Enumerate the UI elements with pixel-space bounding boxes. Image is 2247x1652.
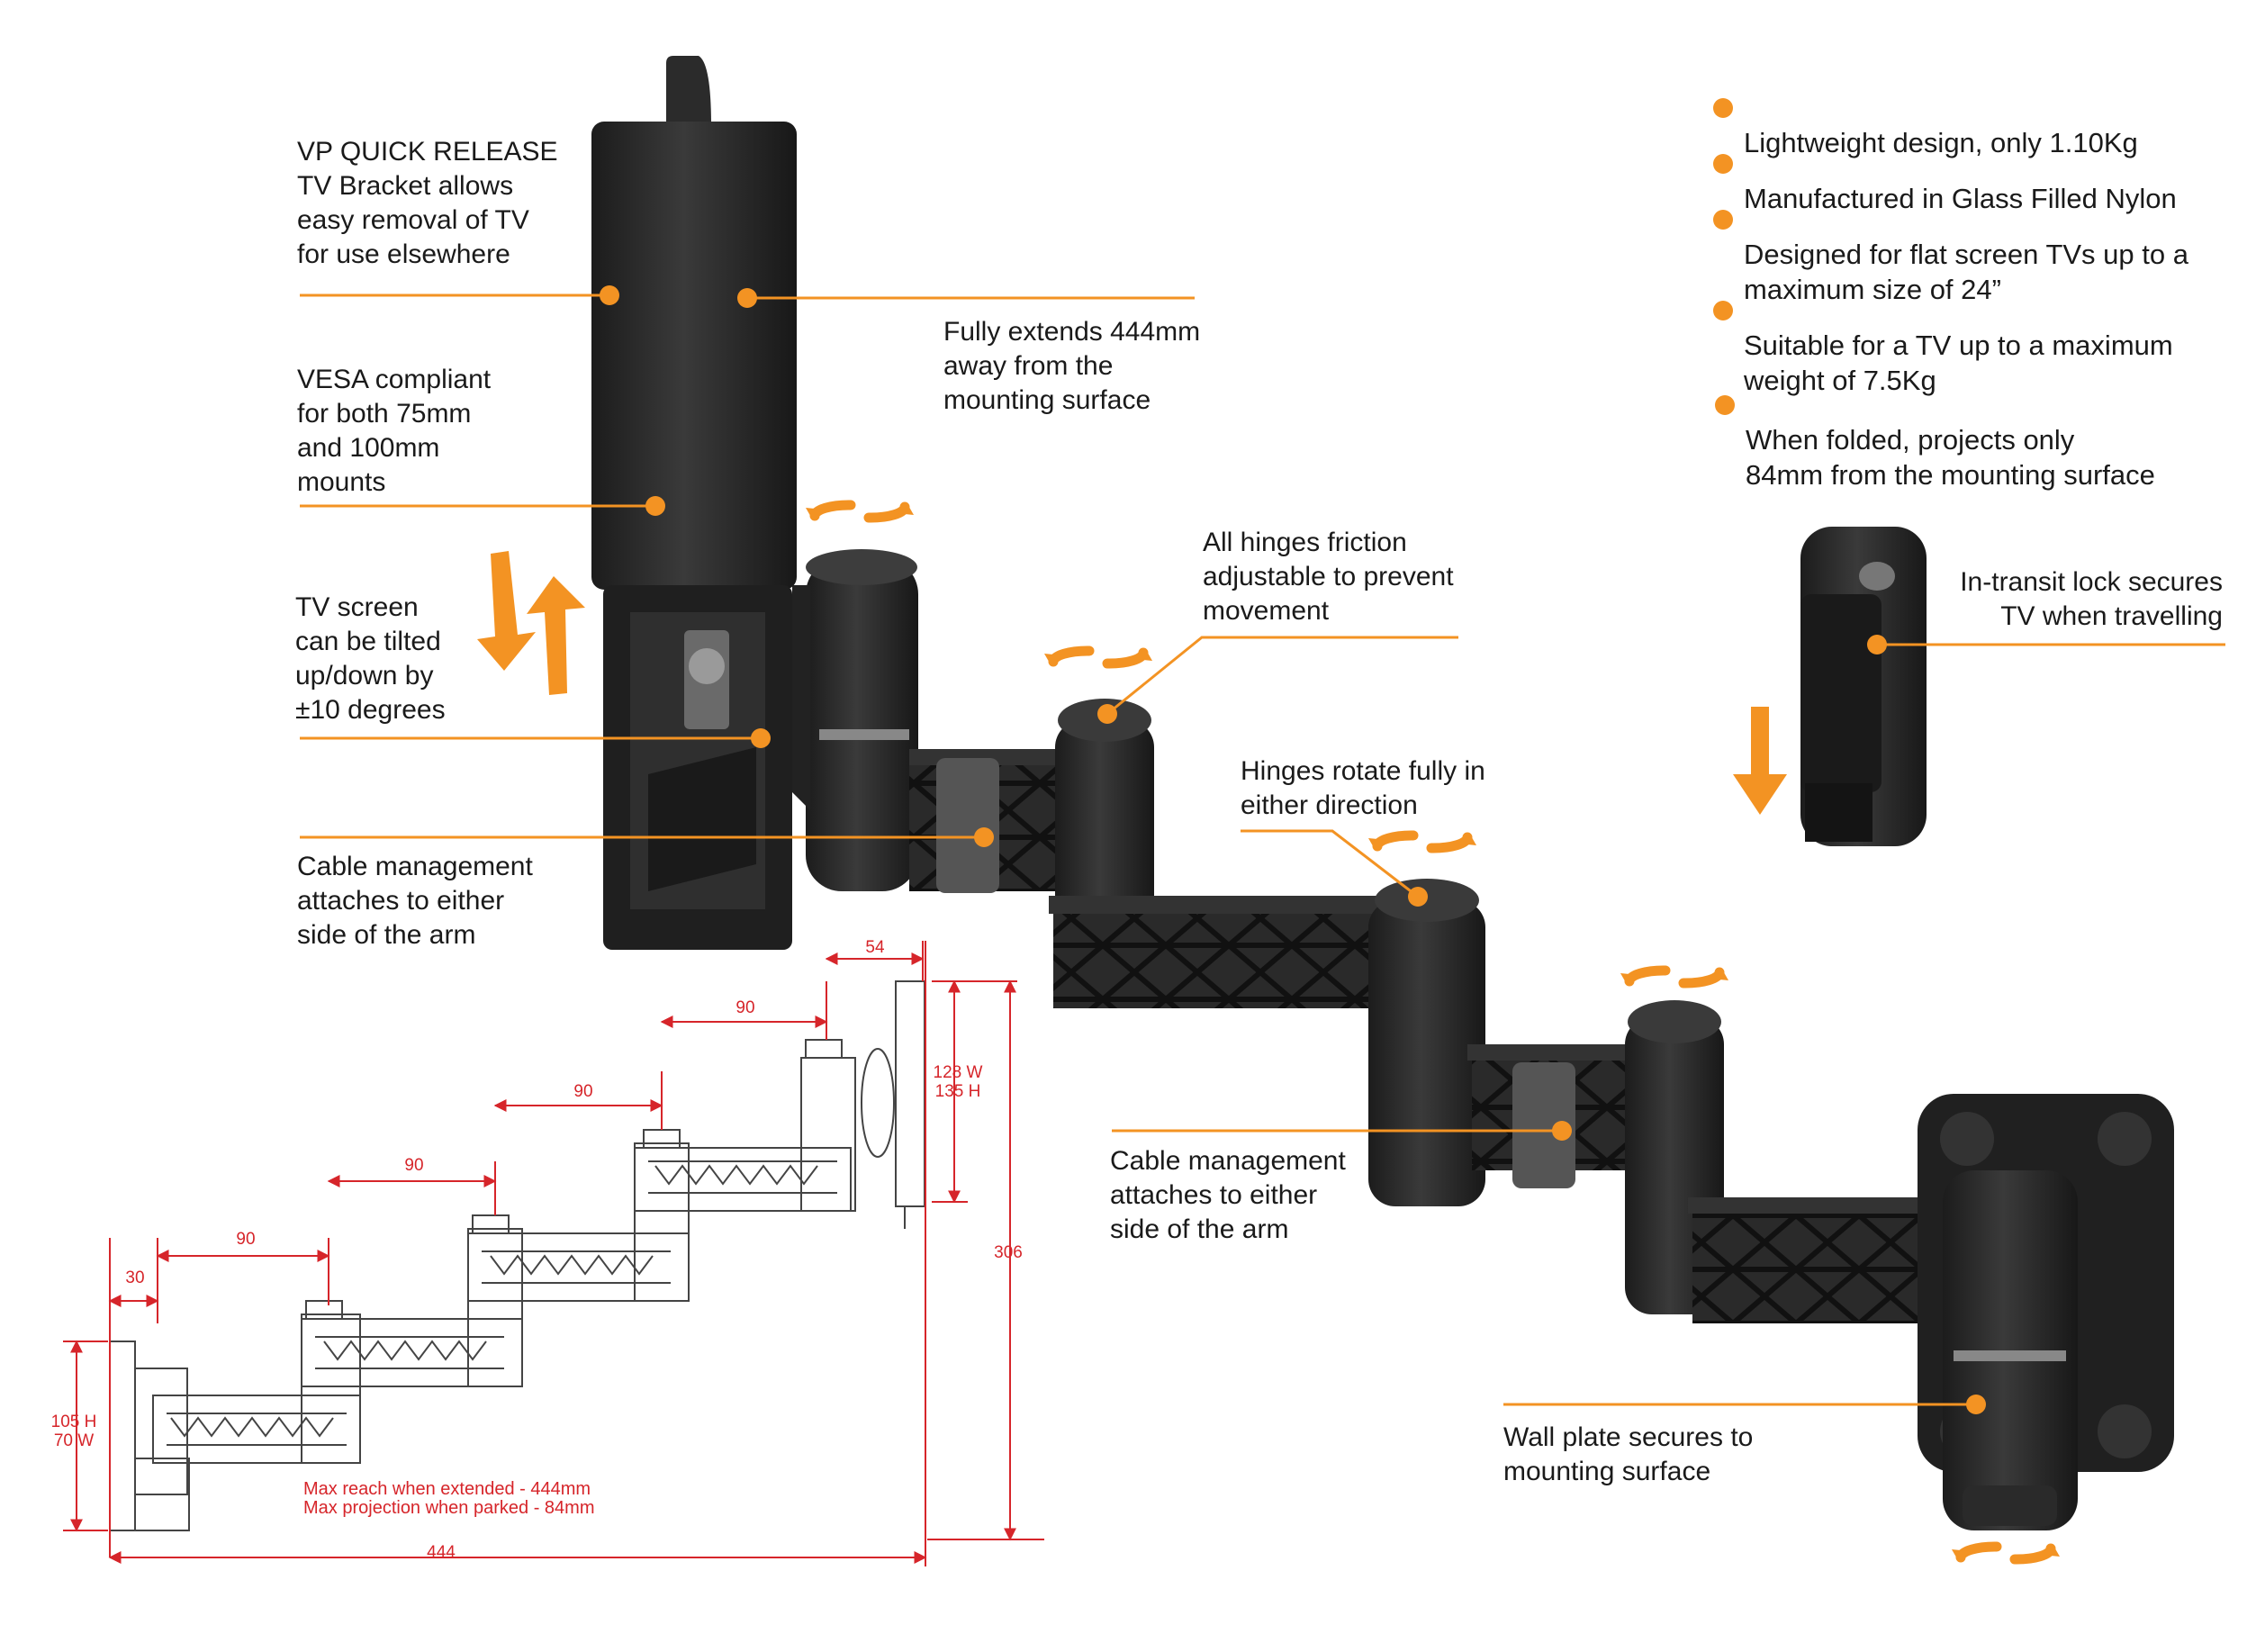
callout-quick-release: VP QUICK RELEASE TV Bracket allows easy … (297, 137, 558, 269)
feature-item: Manufactured in Glass Filled Nylon (1713, 146, 2177, 216)
callout-tilt: TV screen can be tilted up/down by ±10 d… (295, 592, 446, 725)
callout-friction: All hinges friction adjustable to preven… (1203, 528, 1454, 626)
feature-item: Suitable for a TV up to a maximum weight… (1713, 293, 2173, 398)
callout-dot-icon (1713, 98, 1733, 118)
rotate-arrows-icon (806, 500, 2060, 1565)
callout-dot-icon (1713, 154, 1733, 174)
callout-cable-left: Cable management attaches to either side… (297, 852, 533, 950)
dim-plate-height: 135 H (935, 1082, 981, 1101)
transit-lock (1800, 527, 1927, 846)
callout-dot-icon (1713, 301, 1733, 320)
wall-plate (1918, 1094, 2174, 1530)
callout-vesa: VESA compliant for both 75mm and 100mm m… (297, 365, 492, 497)
dim-30: 30 (125, 1268, 144, 1287)
feature-item: When folded, projects only 84mm from the… (1715, 387, 2155, 492)
dim-444: 444 (427, 1543, 456, 1562)
tilt-hinge (792, 549, 918, 891)
tilt-arrows-icon (477, 551, 585, 695)
dimension-lines (63, 941, 1044, 1566)
arm-segment-3 (1467, 1000, 1724, 1314)
arm-segment-1 (909, 699, 1154, 990)
dim-wall-width: 70 W (54, 1431, 94, 1450)
callout-rotate: Hinges rotate fully in either direction (1241, 756, 1485, 820)
feature-item: Designed for flat screen TVs up to a max… (1713, 202, 2188, 307)
callout-extends: Fully extends 444mm away from the mounti… (943, 317, 1201, 415)
dim-wall-height: 105 H (51, 1413, 97, 1431)
max-reach-note: Max reach when extended - 444mm Max proj… (303, 1479, 595, 1518)
dim-54: 54 (865, 938, 885, 957)
dim-plate-width: 128 W (934, 1063, 983, 1082)
callout-cable-right: Cable management attaches to either side… (1110, 1146, 1346, 1244)
dim-306: 306 (994, 1243, 1023, 1262)
callout-dot-icon (1713, 210, 1733, 230)
callout-transit-lock: In-transit lock secures TV when travelli… (1960, 567, 2223, 631)
callout-wall-plate: Wall plate secures to mounting surface (1503, 1422, 1754, 1486)
dim-90-b: 90 (404, 1156, 423, 1175)
dim-90-d: 90 (735, 998, 754, 1017)
down-arrow-icon (1733, 707, 1787, 815)
dim-90-c: 90 (573, 1082, 592, 1101)
feature-item: Lightweight design, only 1.10Kg (1713, 90, 2138, 160)
dimension-labels: 30 90 90 90 90 54 444 306 128 W 135 H 10… (51, 938, 1023, 1562)
tv-bracket-plate (591, 56, 797, 950)
technical-drawing (109, 980, 925, 1531)
callout-dot-icon (1715, 395, 1735, 415)
dim-90-a: 90 (236, 1230, 255, 1249)
callout-lines (300, 285, 2225, 1414)
